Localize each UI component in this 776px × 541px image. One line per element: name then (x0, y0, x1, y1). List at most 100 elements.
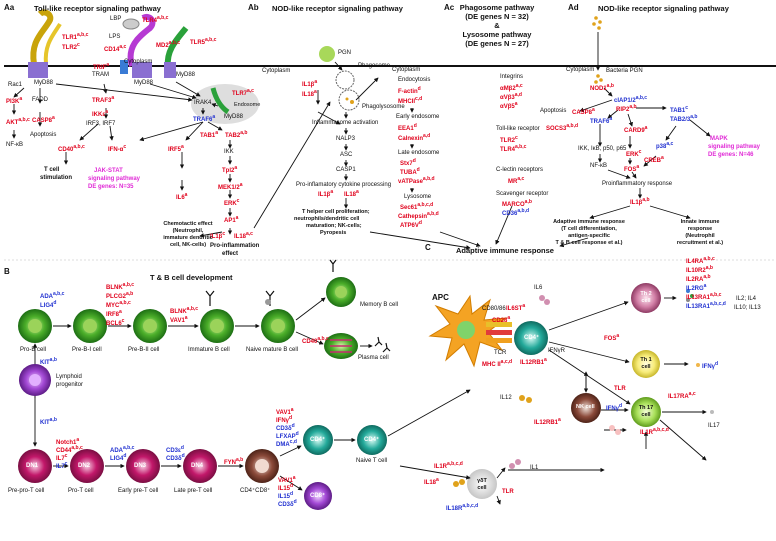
gene-irf8: IRF8a (106, 309, 122, 319)
gene-tpl2: Tpl2a (222, 165, 238, 175)
label-immature-b: Immature B cell (188, 347, 230, 353)
gene-il2ra: IL2RAa,b (686, 274, 711, 284)
label-pre-b-i-cell: Pre-B-I cell (72, 347, 102, 353)
gene-aa-cd40: CD40a,b,c (58, 144, 85, 154)
label-memory-b: Memory B cell (360, 302, 399, 308)
gene-lig4: LIG4d (40, 300, 57, 310)
tlr4-receptor-shape (127, 14, 156, 67)
label-c-il6: IL6 (534, 285, 543, 291)
gene-cd28: CD28a (492, 315, 511, 325)
th1-cell (632, 350, 660, 378)
aa-arrows (11, 81, 331, 238)
gene-ad-erk: ERKc (626, 149, 642, 159)
label-dn3: DN3 (134, 463, 147, 469)
label-ac-cytoplasm: Cytoplasm (392, 67, 421, 73)
gene-traf3: TRAF3a (92, 95, 115, 105)
gene-b-il15: IL15d (278, 483, 294, 493)
gene-tlr4: TLR4a,b,c (142, 15, 169, 25)
gene-calnexin: Calnexina,d (398, 133, 431, 143)
gene-irf5: IRF5a (168, 144, 184, 154)
b-lineage-cells (18, 277, 358, 359)
phagolysosome-shape (338, 89, 360, 111)
gdt-cell (467, 469, 497, 499)
label-ad-adaptive-2: (T cell differentiation, (561, 226, 617, 232)
th2-cell (631, 283, 661, 313)
label-jakstat-2: signaling pathway (88, 176, 141, 182)
label-mapk: MAPK (710, 136, 728, 142)
gene-atp6v: ATP6Vd (400, 220, 422, 230)
label-ab-cytoplasm: Cytoplasm (262, 68, 291, 74)
gene-plcg2: PLCG2a,b (106, 291, 134, 301)
label-irf37: IRF3, IRF7 (86, 121, 116, 127)
gene-il7-2: IL7c (56, 461, 68, 471)
label-procyt: Pro-inflamatory cytokine processing (296, 182, 392, 188)
gene-mhcii: MHCIIc,d (398, 96, 423, 106)
gene-tab23: TAB2/3a,b (670, 114, 698, 124)
gene-b-blnk: BLNKa,b,c (106, 282, 135, 292)
gene-b-vav1: VAV1a (170, 315, 188, 325)
tcr-bar (486, 330, 512, 335)
t-arrows (53, 389, 471, 491)
gene-tlr1: TLR1a,b,c (62, 32, 89, 42)
label-chemo-4: cell, NK-cells) (169, 242, 207, 248)
gene-ac-tlr2: TLR2c (500, 135, 518, 145)
gene-ada-2: ADAa,b,c (110, 445, 135, 455)
panel-ab-letter: Ab (248, 3, 259, 12)
gene-il18r: IL18Ra,b,c,d (446, 503, 479, 513)
gene-il13ra1-2: IL13RA1a,b,c,d (686, 301, 726, 311)
label-myd88-1: MyD88 (34, 80, 54, 86)
gene-il17ra: IL17RAa,c (668, 391, 696, 401)
nk-cell (571, 393, 601, 423)
label-thelp: T helper cell proliferation; (302, 209, 370, 215)
gene-avb3: αVβ3a,d (500, 92, 522, 102)
tlr1-receptor-shape (30, 9, 54, 65)
gene-aa-il6: IL6a (176, 192, 188, 202)
gene-b-vav1-2: VAV1a (276, 407, 294, 417)
tlr7-receptor-shape (210, 87, 230, 115)
gene-aa-il1b: IL1βc (210, 231, 226, 241)
gene-fyn: FYNa,b (224, 457, 244, 467)
label-jakstat: JAK-STAT (94, 168, 123, 174)
panel-aa-letter: Aa (4, 3, 15, 12)
gene-b-cd3d-2: CD3δd (276, 423, 295, 433)
label-lymphoid: Lymphoid (56, 374, 82, 380)
gene-notch1: Notch1a (56, 437, 80, 447)
label-proinf: Pro-inflammation (210, 243, 260, 249)
gene-il13ra1: IL13RA1a,b,c (686, 292, 722, 302)
tlr5-tir-domain (164, 62, 176, 78)
gene-ad-il1b: IL1βa,b (630, 197, 650, 207)
label-tcell-stim: T cell (44, 167, 60, 173)
gene-il4ra: IL4RAa,b,c (686, 256, 715, 266)
gene-myc: MYCa,b,c (106, 300, 131, 310)
gene-il10r2: IL10R2a,b (686, 265, 713, 275)
gene-ab-il1b: IL1βa (302, 79, 318, 89)
gene-eea1: EEA1d (398, 123, 417, 133)
gene-il2rg: IL2RGa (686, 283, 707, 293)
label-bacteria-pgn: Bacteria PGN (606, 68, 643, 74)
panel-ac-title-2: (DE genes N = 32) (465, 12, 529, 21)
label-nalp3: NALP3 (336, 136, 356, 142)
gene-c-tlr-2: TLR (502, 489, 514, 495)
label-casp1: CASP1 (336, 167, 356, 173)
t-lineage-cells (18, 425, 387, 510)
label-tcell-stim-2: stimulation (40, 175, 73, 181)
label-integrins: Integrins (500, 74, 524, 80)
label-ad-ikk: IKK, IκB, p50, p65 (578, 146, 627, 152)
gene-il1r: IL1Ra,b,c,d (640, 427, 669, 437)
label-early-endosome: Early endosome (396, 114, 440, 120)
label-ad-nfkb: NF-κB (590, 163, 607, 169)
gene-tlr7: TLR7a,c (232, 88, 254, 98)
gene-aa-traf6: TRAF6a (193, 114, 216, 124)
gene-ab-il18-2: IL18a (344, 189, 359, 199)
label-thelp-2: neutrophils/dendritic cell (294, 216, 360, 222)
label-aa-cytoplasm: Cytoplasm (124, 59, 153, 65)
cd4-central-cell (514, 321, 548, 355)
cd14-anchor (120, 60, 128, 74)
gene-ada: ADAa,b,c (40, 291, 65, 301)
gene-ab-il1b-2: IL1βa (318, 189, 334, 199)
label-endocytosis: Endocytosis (398, 77, 431, 83)
label-cd8: CD8⁺ (310, 493, 326, 499)
panel-ad-letter: Ad (568, 3, 579, 12)
